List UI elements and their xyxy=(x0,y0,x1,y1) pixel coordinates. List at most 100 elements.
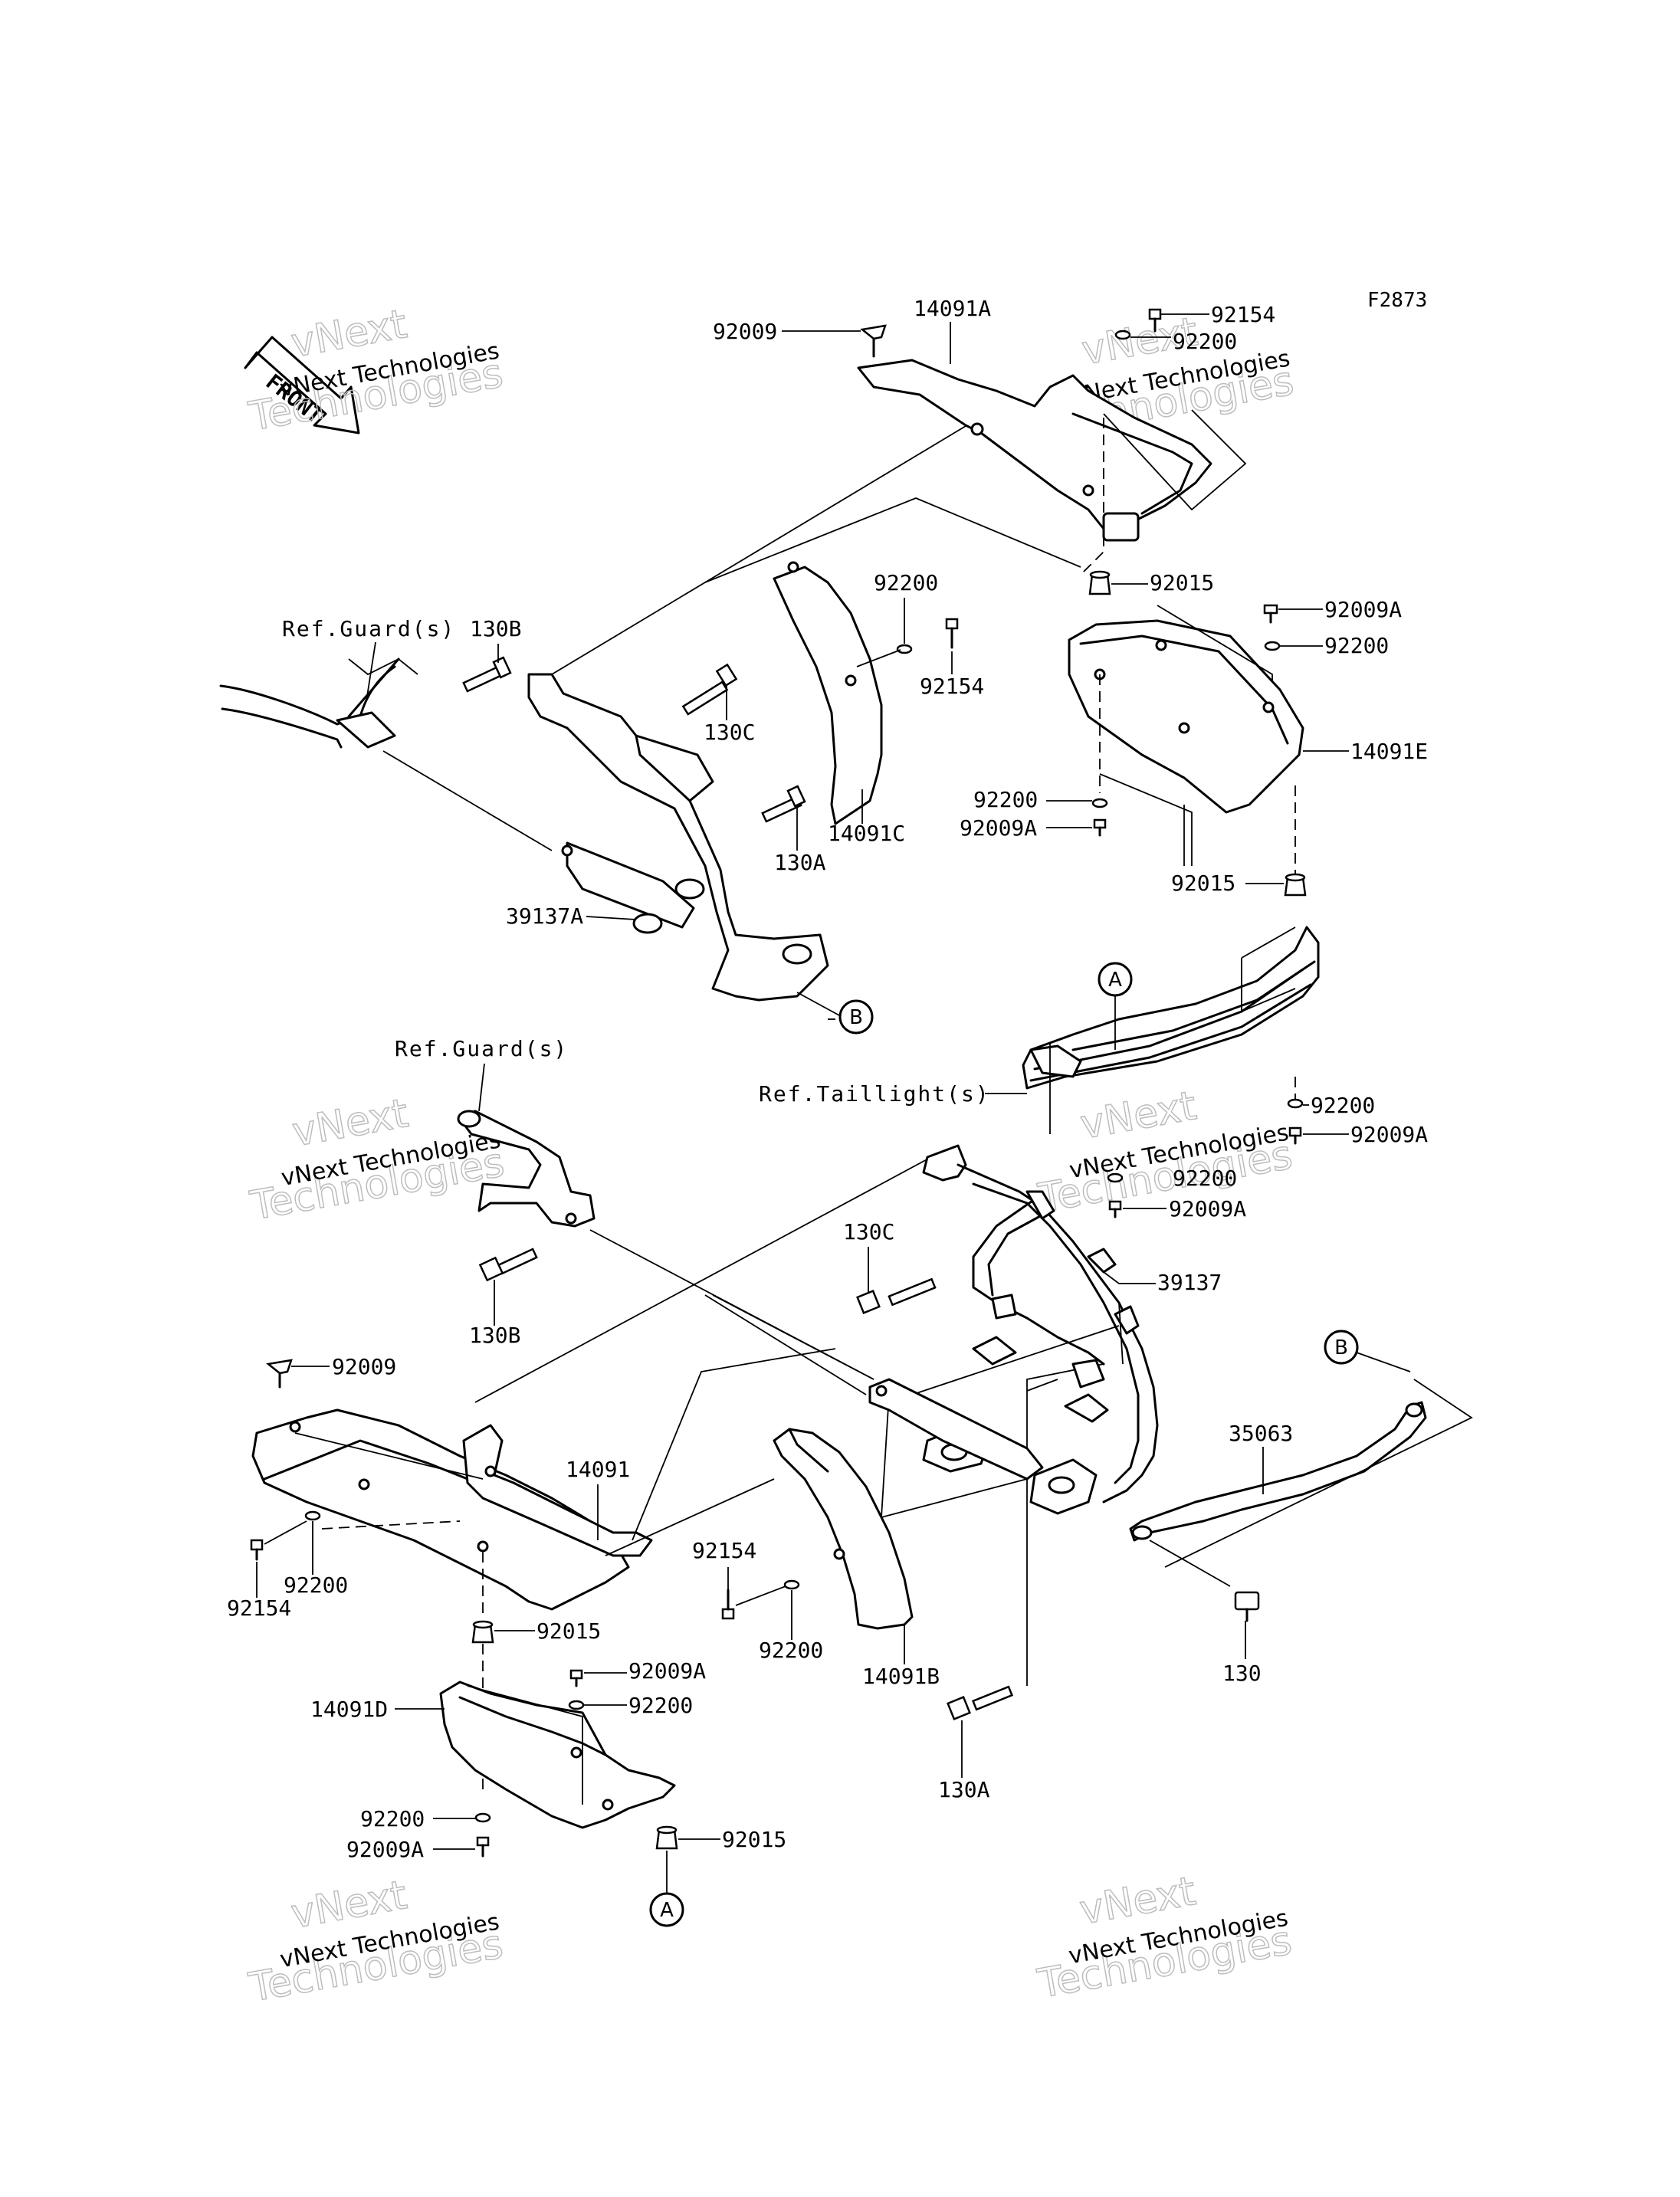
label-92200-r2: 92200 xyxy=(973,787,1038,812)
label-92009A-1: 92009A xyxy=(1324,597,1402,622)
assembly-lines-mid xyxy=(474,1156,1120,1686)
ref-guard-mid: Ref.Guard(s) xyxy=(395,1036,568,1061)
label-35063: 35063 xyxy=(1229,1421,1293,1446)
bolt-130C-mid xyxy=(856,1277,937,1314)
label-92200-r1: 92200 xyxy=(1324,633,1389,658)
trim-14091B xyxy=(773,1428,914,1630)
washer-92200-mid xyxy=(896,644,913,654)
washer-92200-r1 xyxy=(1264,641,1281,651)
circle-A-bottom xyxy=(649,1892,684,1927)
watermark-bottom-left: vNext Technologies vNext Technologies xyxy=(244,1871,507,2012)
figure-code: F2873 xyxy=(1367,289,1427,312)
ref-guard-top: Ref.Guard(s) xyxy=(282,616,455,641)
clip-92009-bottom xyxy=(266,1359,293,1389)
label-92009A-3: 92009A xyxy=(1350,1122,1428,1147)
watermark-mid-right: vNext Technologies vNext Technologies xyxy=(1034,1082,1296,1222)
clip-92009-top xyxy=(860,324,887,358)
bracket-39137 xyxy=(868,1144,1159,1515)
label-92200-r3: 92200 xyxy=(1311,1093,1375,1118)
washer-92200-r2 xyxy=(1091,798,1108,808)
label-92009-top: 92009 xyxy=(713,319,777,344)
bolt-130B-top xyxy=(462,656,512,693)
cover-14091E xyxy=(1068,619,1304,814)
washer-92200-b4 xyxy=(474,1812,491,1823)
cover-14091D xyxy=(439,1681,676,1829)
label-130C-top: 130C xyxy=(704,720,755,745)
label-92015-r: 92015 xyxy=(1171,871,1235,896)
screw-92009A-1 xyxy=(1263,604,1278,624)
screw-92009A-2 xyxy=(1093,818,1107,837)
label-92015-b1: 92015 xyxy=(536,1618,601,1644)
label-92200-r4: 92200 xyxy=(1173,1166,1237,1191)
label-92009A-b2: 92009A xyxy=(346,1837,424,1862)
label-130A-bottom: 130A xyxy=(938,1777,990,1802)
bolt-130B-mid xyxy=(478,1248,538,1282)
screw-92154-b2 xyxy=(721,1589,735,1620)
label-130C-mid: 130C xyxy=(843,1219,894,1244)
watermark-mid-left: vNext Technologies vNext Technologies xyxy=(246,1090,508,1230)
screw-92154-mid xyxy=(945,618,959,649)
rod-35063 xyxy=(1129,1401,1427,1542)
svg-text:A: A xyxy=(660,1899,674,1922)
label-14091D: 14091D xyxy=(310,1697,388,1722)
guard-pipe-top xyxy=(219,657,418,749)
nut-92015-b2 xyxy=(655,1825,678,1850)
label-92200-b1: 92200 xyxy=(284,1572,348,1598)
label-92154-top: 92154 xyxy=(1211,302,1275,327)
label-14091B: 14091B xyxy=(862,1664,940,1689)
svg-text:B: B xyxy=(1334,1336,1348,1359)
label-92200-b4: 92200 xyxy=(360,1806,425,1831)
washer-92200-b2 xyxy=(783,1579,800,1590)
label-14091C: 14091C xyxy=(828,821,905,846)
bolt-130A-bottom xyxy=(947,1685,1014,1720)
circle-B-right xyxy=(1324,1330,1359,1365)
nut-92015-b1 xyxy=(471,1620,494,1644)
watermark-bottom-right: vNext Technologies vNext Technologies xyxy=(1034,1867,1296,2008)
nut-92015-top xyxy=(1088,570,1111,595)
cover-14091A xyxy=(857,359,1212,575)
label-92015-b2: 92015 xyxy=(722,1827,786,1852)
label-92200-mid: 92200 xyxy=(874,570,938,595)
label-14091E: 14091E xyxy=(1350,739,1428,764)
label-14091A: 14091A xyxy=(914,296,991,321)
label-130: 130 xyxy=(1222,1661,1262,1686)
guard-pipe-mid xyxy=(457,1110,596,1228)
label-130A-top: 130A xyxy=(774,850,826,875)
trim-14091C xyxy=(773,561,883,825)
label-130B-mid: 130B xyxy=(469,1323,520,1348)
label-92200-b2: 92200 xyxy=(759,1638,823,1663)
label-39137: 39137 xyxy=(1157,1270,1222,1295)
washer-92200-top xyxy=(1114,330,1131,340)
label-39137A: 39137A xyxy=(506,903,583,929)
label-92009A-4: 92009A xyxy=(1169,1196,1246,1221)
label-92009A-2: 92009A xyxy=(960,815,1037,841)
svg-text:B: B xyxy=(849,1006,863,1029)
label-92154-mid: 92154 xyxy=(920,674,984,699)
washer-92200-b1 xyxy=(304,1510,321,1521)
ref-taillight: Ref.Taillight(s) xyxy=(759,1081,990,1107)
washer-92200-r4 xyxy=(1107,1172,1124,1183)
washer-92200-r3 xyxy=(1287,1098,1304,1109)
screw-92009A-b2 xyxy=(476,1836,490,1858)
screw-92154-top xyxy=(1148,308,1162,333)
bolt-130 xyxy=(1234,1591,1260,1622)
svg-text:A: A xyxy=(1108,969,1122,992)
bolt-130C-top xyxy=(681,663,738,716)
label-92009-bottom: 92009 xyxy=(332,1354,396,1379)
screw-92009A-4 xyxy=(1108,1200,1122,1218)
screw-92009A-3 xyxy=(1288,1126,1302,1145)
bolt-130A-top xyxy=(761,785,806,823)
washer-92200-b3 xyxy=(568,1700,585,1710)
circle-B-top xyxy=(838,999,874,1035)
screw-92009A-b1 xyxy=(569,1669,583,1687)
label-14091: 14091 xyxy=(566,1457,630,1482)
nut-92015-r xyxy=(1284,873,1307,897)
screw-92154-b1 xyxy=(250,1539,264,1561)
label-130B-top: 130B xyxy=(470,616,521,641)
bracket-39137A xyxy=(527,673,829,1002)
label-92200-b3: 92200 xyxy=(628,1693,693,1718)
label-92154-b1: 92154 xyxy=(227,1595,291,1621)
label-92154-b2: 92154 xyxy=(692,1538,756,1563)
label-92200-top: 92200 xyxy=(1173,329,1237,354)
